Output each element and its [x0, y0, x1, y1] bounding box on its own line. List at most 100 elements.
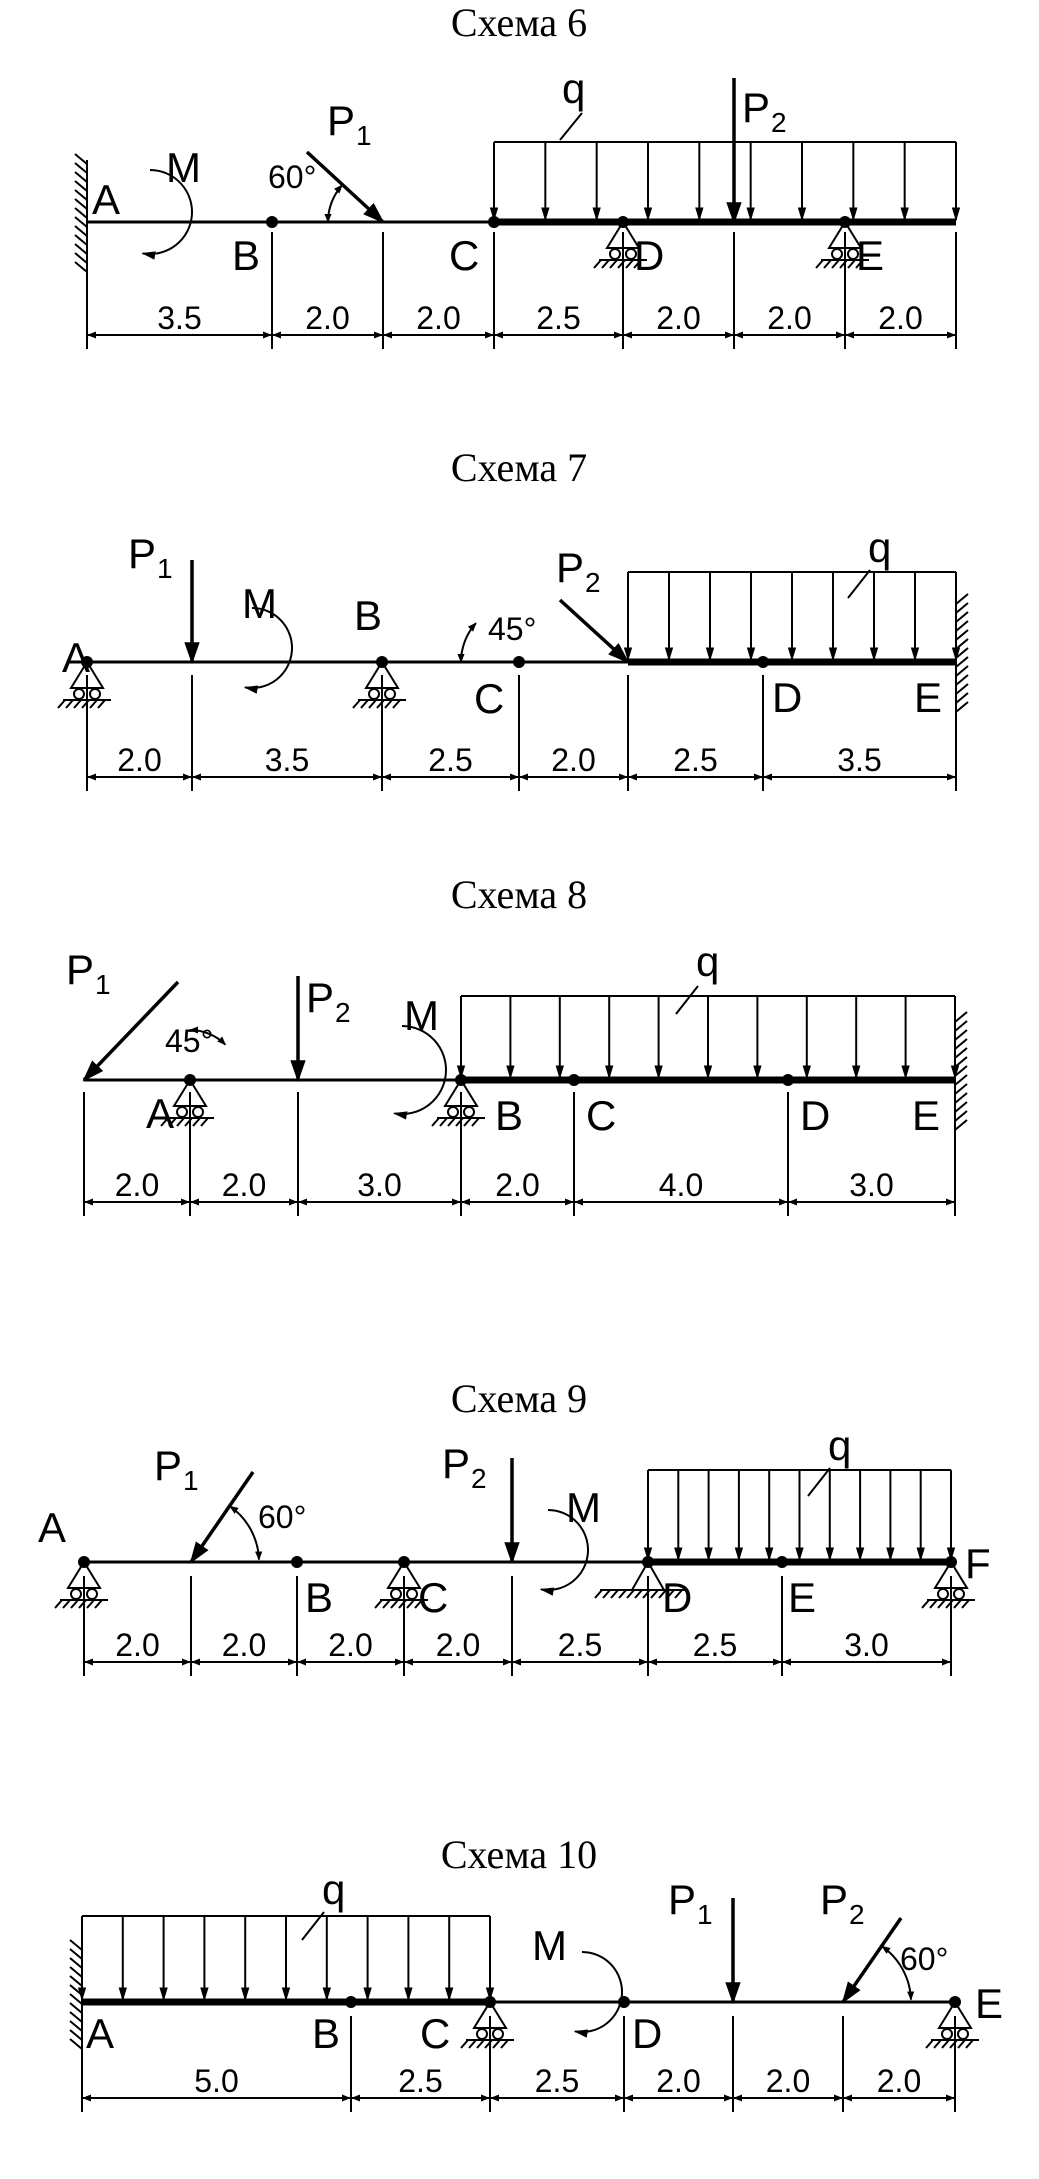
angle-arc	[229, 1505, 263, 1561]
label-m: M	[242, 580, 277, 627]
label-a: A	[92, 176, 120, 223]
label-e: E	[975, 1980, 1003, 2027]
wall-hatch	[955, 665, 969, 677]
label-b: B	[495, 1092, 523, 1139]
q-leader	[847, 569, 871, 599]
scheme-title: Схема 10	[441, 1832, 597, 1877]
label-p2-subscript: 2	[471, 1463, 487, 1494]
ground-hatch	[160, 1117, 169, 1127]
distributed-load-q	[489, 141, 961, 222]
support-roller	[192, 1106, 204, 1118]
force-p1	[305, 150, 385, 224]
dimension-value: 2.5	[535, 2063, 579, 2099]
wall-hatch	[955, 701, 969, 713]
dimension-value: 3.5	[837, 742, 881, 778]
moment-m	[392, 1025, 447, 1120]
dimension-value: 3.5	[265, 742, 309, 778]
ground-hatch	[368, 699, 377, 709]
dimension-value: 2.5	[558, 1627, 602, 1663]
ground-hatch	[200, 1117, 209, 1127]
support-roller	[957, 2028, 969, 2040]
wall-hatch	[69, 1984, 83, 1996]
ground-hatch	[65, 699, 74, 709]
label-c: C	[418, 1574, 448, 1621]
label-p1: P	[327, 97, 355, 144]
support-roller	[86, 1588, 98, 1600]
label-a: A	[38, 1504, 66, 1551]
ground-hatch	[953, 1599, 962, 1609]
hinge-b	[291, 1556, 303, 1568]
label-b: B	[305, 1574, 333, 1621]
label-p2-subscript: 2	[771, 107, 787, 138]
ground-hatch	[384, 699, 393, 709]
label-e: E	[914, 674, 942, 721]
label-p1: P	[154, 1442, 182, 1489]
ground-hatch	[62, 1599, 71, 1609]
wall-hatch	[954, 1074, 968, 1086]
label-d: D	[800, 1092, 830, 1139]
ground-hatch	[674, 1589, 683, 1599]
label-q: q	[696, 938, 719, 985]
angle-label: 45°	[488, 611, 536, 647]
fixed-wall	[69, 1939, 83, 2056]
support-roller	[463, 1106, 475, 1118]
ground-hatch	[70, 1599, 79, 1609]
ground-hatch	[439, 1117, 448, 1127]
ground-hatch	[352, 699, 361, 709]
wall-hatch	[74, 207, 88, 219]
dimension-value: 2.0	[115, 1167, 159, 1203]
dimension-value: 2.0	[222, 1627, 266, 1663]
wall-hatch	[954, 1083, 968, 1095]
ground-hatch	[406, 1599, 415, 1609]
ground-hatch	[610, 1589, 619, 1599]
label-p1: P	[668, 1876, 696, 1923]
ground-hatch	[815, 259, 824, 269]
fixed-wall	[74, 153, 88, 274]
dimension-value: 2.0	[436, 1627, 480, 1663]
ground-hatch	[633, 259, 642, 269]
support-roller	[447, 1106, 459, 1118]
wall-hatch	[955, 629, 969, 641]
wall-hatch	[74, 153, 88, 165]
roller-support-a	[54, 1556, 108, 1609]
ground-hatch	[374, 1599, 383, 1609]
dimension-value: 3.0	[849, 1167, 893, 1203]
distributed-load-q	[643, 1469, 956, 1562]
wall-hatch	[955, 656, 969, 668]
wall-hatch	[954, 1092, 968, 1104]
ground-hatch	[54, 1599, 63, 1609]
scheme-title: Схема 8	[451, 872, 587, 917]
label-b: B	[312, 2010, 340, 2057]
wall-hatch	[955, 647, 969, 659]
wall-hatch	[954, 1020, 968, 1032]
wall-hatch	[74, 243, 88, 255]
dimension-value: 3.0	[357, 1167, 401, 1203]
wall-hatch	[954, 1047, 968, 1059]
ground-hatch	[460, 2039, 469, 2049]
ground-hatch	[390, 1599, 399, 1609]
label-d: D	[634, 232, 664, 279]
support-roller	[476, 2028, 488, 2040]
hinge-b	[345, 1996, 357, 2008]
dimension-value: 2.0	[117, 742, 161, 778]
dimension-value: 4.0	[659, 1167, 703, 1203]
pin-support-d	[594, 1556, 688, 1599]
label-p1-subscript: 1	[183, 1465, 199, 1496]
ground-hatch	[471, 1117, 480, 1127]
label-p1-subscript: 1	[697, 1899, 713, 1930]
ground-hatch	[594, 1589, 603, 1599]
label-p2: P	[820, 1876, 848, 1923]
distributed-load-q	[456, 995, 960, 1080]
support-roller	[70, 1588, 82, 1600]
label-c: C	[474, 675, 504, 722]
dimension-value: 2.0	[416, 300, 460, 336]
ground-hatch	[176, 1117, 185, 1127]
support-roller	[492, 2028, 504, 2040]
hinge-b	[266, 216, 278, 228]
